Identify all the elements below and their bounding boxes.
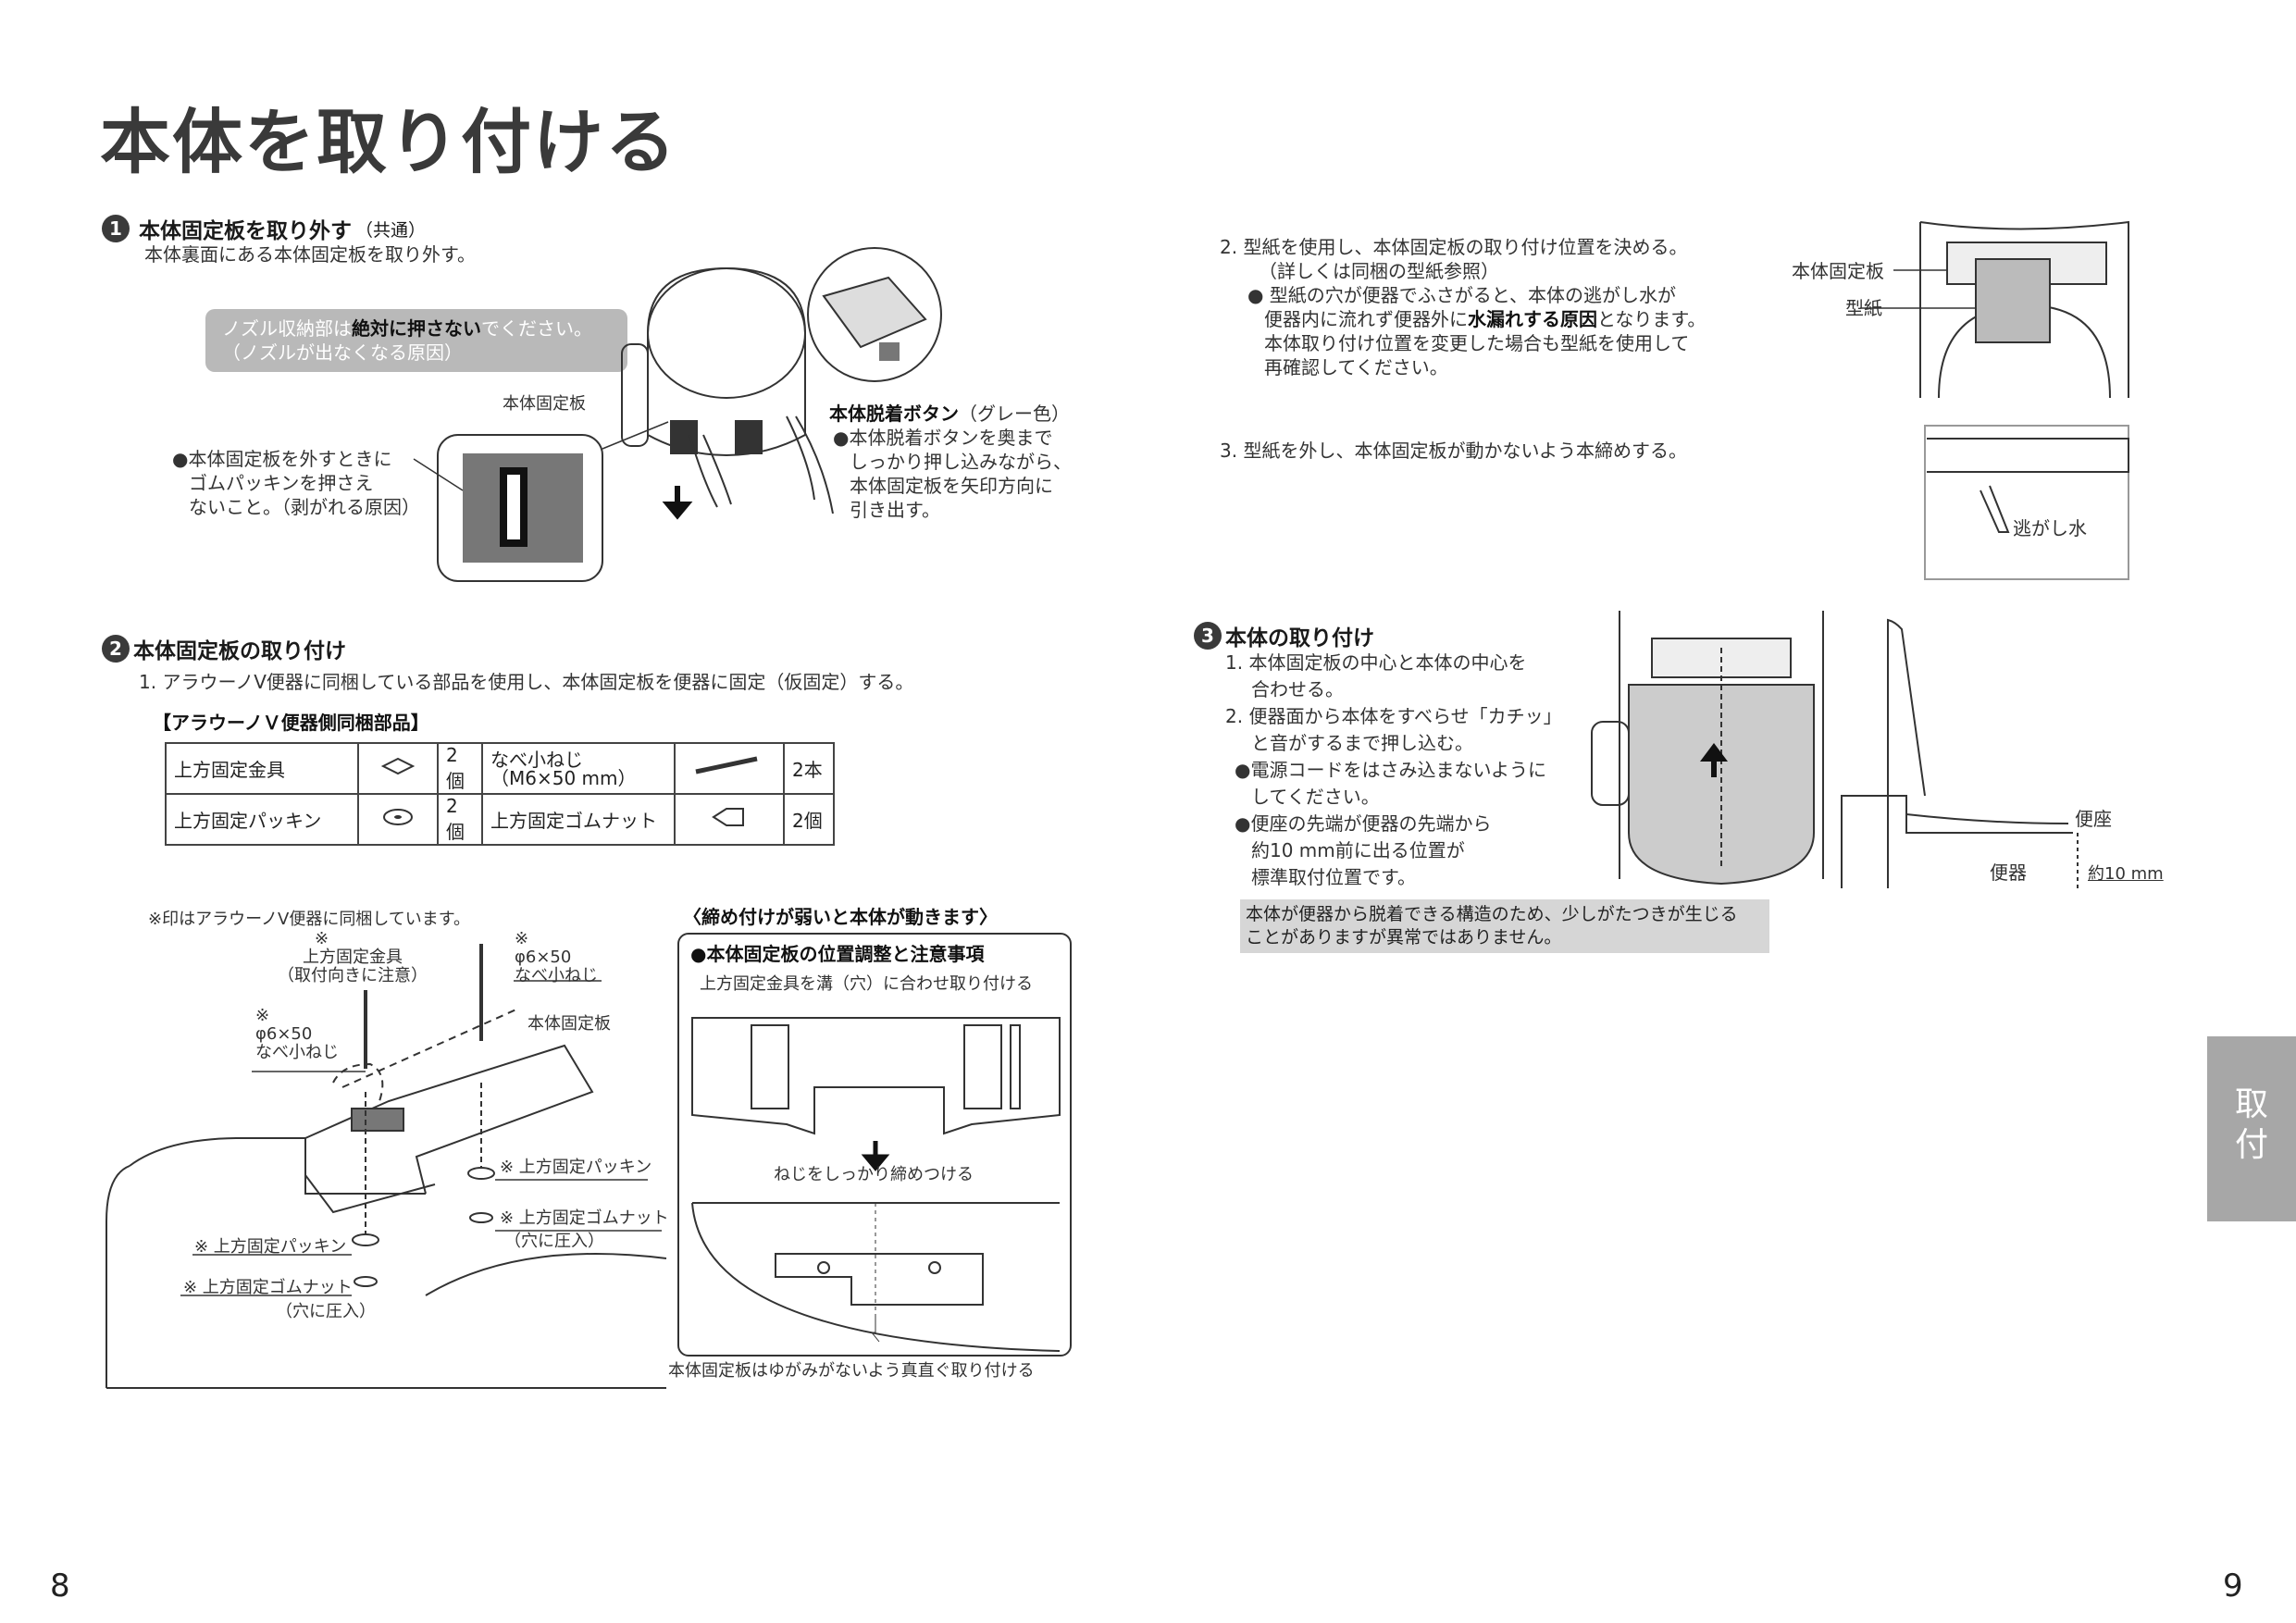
table-cell: 2個 (437, 793, 483, 846)
label-screw-right: ※ φ6×50 なべ小ねじ (515, 929, 598, 985)
button-label: 本体脱着ボタン（グレー色） (829, 403, 1070, 425)
packing-icon (357, 793, 439, 846)
label-nut-right-note: （穴に圧入） (504, 1232, 604, 1251)
page-number-left: 8 (50, 1567, 70, 1604)
rubber-nut-icon (674, 793, 785, 846)
asterisk-note: ※印はアラウーノV便器に同梱しています。 (148, 910, 470, 929)
table-cell: 上方固定金具 (165, 742, 359, 795)
box-heading: ●本体固定板の位置調整と注意事項 (690, 943, 985, 965)
table-cell: なべ小ねじ（M6×50 mm） (481, 742, 676, 795)
step2-title: 本体固定板の取り付け (133, 639, 346, 663)
label-plate-right: 本体固定板 (1792, 260, 1884, 282)
step1-number: 1 (102, 215, 130, 242)
gasket-note: ●本体固定板を外すときに ゴムパッキンを押さえ ないこと。（剥がれる原因） (172, 448, 420, 518)
table-cell: 上方固定ゴムナット (481, 793, 676, 846)
label-bowl: 便器 (1990, 861, 2027, 884)
step3-lines: 1. 本体固定板の中心と本体の中心を 合わせる。 2. 便器面から本体をすべらせ… (1225, 651, 1562, 888)
label-nut-right: ※ 上方固定ゴムナット (500, 1208, 669, 1228)
screw-icon (674, 742, 785, 795)
table-row: 上方固定金具 2個 なべ小ねじ（M6×50 mm） 2本 (165, 742, 835, 795)
right-item2: 2. 型紙を使用し、本体固定板の取り付け位置を決める。 （詳しくは同梱の型紙参照… (1220, 236, 1706, 378)
step2-desc: 1. アラウーノV便器に同梱している部品を使用し、本体固定板を便器に固定（仮固定… (139, 671, 914, 693)
step1-title-note: （共通） (355, 219, 427, 241)
label-distance: 約10 mm (2088, 864, 2164, 884)
box-line2: ねじをしっかり締めつける (774, 1165, 974, 1184)
step2-number: 2 (102, 635, 130, 663)
label-packing-left: ※ 上方固定パッキン (194, 1237, 347, 1257)
button-desc: ●本体脱着ボタンを奥まで しっかり押し込みながら、 本体固定板を矢印方向に 引き… (833, 427, 1072, 521)
label-template: 型紙 (1845, 297, 1882, 319)
step3-title: 本体の取り付け (1225, 626, 1374, 650)
label-plate-2: 本体固定板 (527, 1014, 611, 1034)
step3-heading: 3 本体の取り付け (1194, 620, 1374, 651)
step2-heading: 2 本体固定板の取り付け (102, 633, 346, 664)
page-number-right: 9 (2223, 1567, 2243, 1604)
table-cell: 2個 (783, 793, 835, 846)
nozzle-warning: ノズル収納部は絶対に押さないでください。 （ノズルが出なくなる原因） (205, 309, 627, 372)
table-cell: 上方固定パッキン (165, 793, 359, 846)
label-screw-left: ※ φ6×50 なべ小ねじ (255, 1006, 339, 1062)
box-line1: 上方固定金具を溝（穴）に合わせ取り付ける (700, 974, 1033, 994)
step1-title: 本体固定板を取り外す (139, 219, 352, 243)
step1-heading: 1 本体固定板を取り外す （共通） (102, 213, 426, 244)
label-packing-right: ※ 上方固定パッキン (500, 1158, 652, 1177)
step1-desc: 本体裏面にある本体固定板を取り外す。 (144, 243, 476, 266)
section-tab: 取付 (2207, 1036, 2296, 1221)
parts-table: 上方固定金具 2個 なべ小ねじ（M6×50 mm） 2本 上方固定パッキン 2個… (165, 742, 835, 846)
box-title: 〈締め付けが弱いと本体が動きます〉 (683, 906, 998, 928)
label-bracket: ※ 上方固定金具 （取付向きに注意） (278, 929, 428, 985)
label-plate: 本体固定板 (503, 394, 586, 414)
label-nut-left: ※ 上方固定ゴムナット (183, 1278, 353, 1297)
table-cell: 2本 (783, 742, 835, 795)
step3-number: 3 (1194, 622, 1222, 650)
table-cell: 2個 (437, 742, 483, 795)
right-item3: 3. 型紙を外し、本体固定板が動かないよう本締めする。 (1220, 440, 1688, 462)
page-title: 本体を取り付ける (100, 101, 677, 183)
label-nut-left-note: （穴に圧入） (276, 1302, 376, 1321)
parts-table-title: 【アラウーノＶ便器側同梱部品】 (153, 712, 429, 734)
label-water: 逃がし水 (2013, 517, 2087, 539)
box-caption: 本体固定板はゆがみがないよう真直ぐ取り付ける (668, 1361, 1035, 1381)
table-row: 上方固定パッキン 2個 上方固定ゴムナット 2個 (165, 793, 835, 846)
caution-note: 本体が便器から脱着できる構造のため、少しがたつきが生じる ことがありますが異常で… (1240, 899, 1769, 953)
label-seat: 便座 (2075, 808, 2112, 830)
bracket-icon (357, 742, 439, 795)
